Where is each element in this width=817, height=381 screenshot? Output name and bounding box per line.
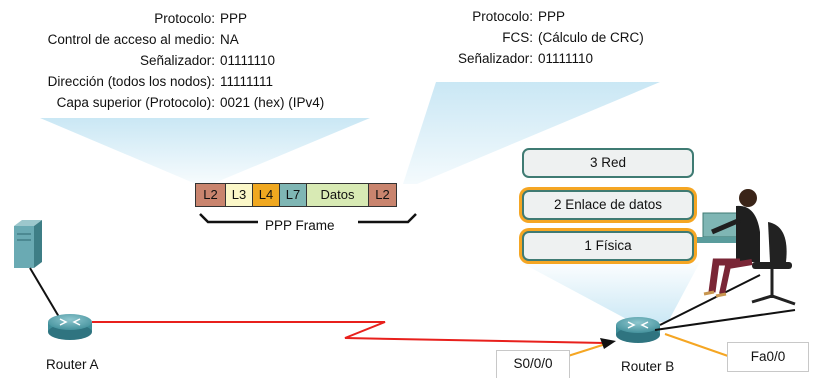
server-link [29,267,63,323]
field-value: NA [220,32,239,47]
s000-arrow [600,338,616,349]
field-key: Protocolo: [154,11,215,26]
field-row: Control de acceso al medio: NA [10,29,324,50]
field-row: Protocolo: PPP [10,8,324,29]
field-key: Señalizador: [139,53,215,68]
frame-cell-l2-trailer: L2 [369,184,396,206]
router-icon [616,317,660,343]
ppp-header-fields: Protocolo: PPP Control de acceso al medio… [10,8,325,113]
field-value: PPP [538,9,566,24]
frame-bracket [199,213,417,224]
lan-link-2 [654,309,796,331]
router-a-label: Router A [46,357,99,372]
field-value: 0021 (hex) (IPv4) [220,95,325,110]
frame-cell-l4: L4 [253,184,280,206]
field-row: Señalizador: 01111110 [438,48,644,69]
layer-physical: 1 Física [522,231,694,261]
layer-network: 3 Red [522,148,694,178]
field-key: Dirección (todos los nodos): [47,74,215,89]
ppp-frame: L2 L3 L4 L7 Datos L2 [195,183,397,207]
frame-caption: PPP Frame [265,218,335,233]
field-value: PPP [220,11,248,26]
field-key: FCS: [502,30,533,45]
callout-beam-right [403,82,660,184]
field-row: FCS: (Cálculo de CRC) [438,27,644,48]
field-key: Capa superior (Protocolo): [56,95,215,110]
field-value: 11111111 [220,74,274,89]
field-row: Capa superior (Protocolo): 0021 (hex) (IP… [10,92,325,113]
field-row: Señalizador: 01111110 [10,50,324,71]
frame-cell-l7: L7 [280,184,307,206]
field-key: Control de acceso al medio: [47,32,215,47]
field-value: 01111110 [220,53,276,68]
field-value: (Cálculo de CRC) [538,30,644,45]
router-icon [48,314,92,340]
ppp-trailer-fields: Protocolo: PPP FCS: (Cálculo de CRC) Señal… [438,6,644,69]
lan-link [659,274,761,326]
user-at-computer-icon [696,189,796,306]
field-key: Protocolo: [472,9,533,24]
interface-s000-label: S0/0/0 [496,350,570,378]
field-value: 01111110 [538,51,594,66]
frame-cell-l2-header: L2 [196,184,226,206]
field-row: Dirección (todos los nodos): 11111111 [10,71,324,92]
layer-data-link: 2 Enlace de datos [522,190,694,220]
interface-fa00-label: Fa0/0 [727,342,809,372]
serial-link [92,321,606,344]
fa00-pointer [664,333,729,357]
server-icon [14,220,42,268]
field-key: Señalizador: [457,51,533,66]
callout-beam-left [40,118,370,184]
router-b-label: Router B [621,359,675,374]
field-row: Protocolo: PPP [438,6,644,27]
frame-cell-l3: L3 [226,184,253,206]
callout-beam-layers [520,262,700,322]
frame-cell-data: Datos [307,184,369,206]
